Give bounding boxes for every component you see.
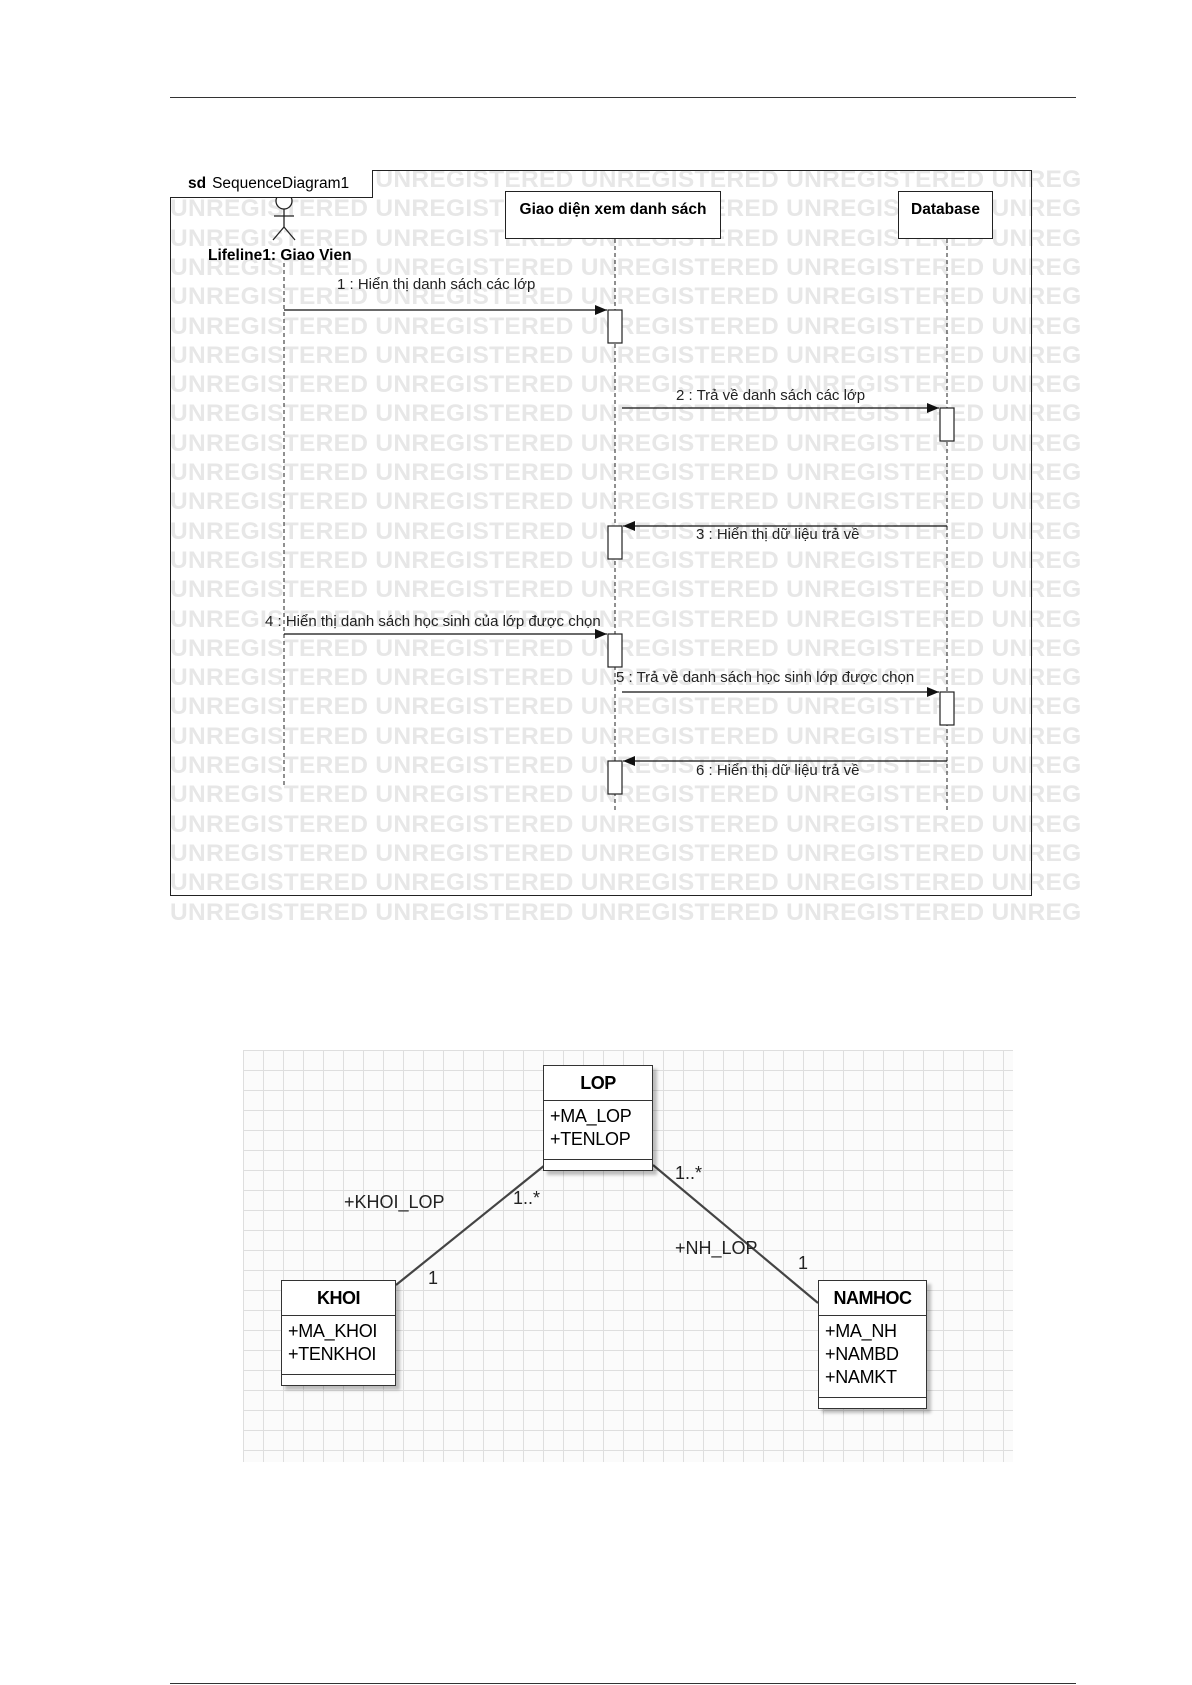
association-role-nh-lop: +NH_LOP [675,1238,758,1258]
class-attribute: +MA_NH [825,1321,897,1341]
class-attribute: +TENLOP [550,1129,631,1149]
class-attribute: +MA_KHOI [288,1321,378,1341]
class-name: NAMHOC [819,1281,926,1316]
class-attributes: +MA_KHOI +TENKHOI [282,1316,395,1375]
activation-bar [607,633,623,668]
class-operations [544,1160,652,1170]
frame-name: SequenceDiagram1 [212,175,350,192]
message-label-5: 5 : Trả về danh sách học sinh lớp được c… [616,669,915,686]
message-label-3: 3 : Hiển thị dữ liệu trả về [696,526,860,543]
message-label-1: 1 : Hiển thị danh sách các lớp [337,276,536,293]
lifeline-actor-label: Lifeline1: Giao Vien [208,247,352,264]
multiplicity-lop-khoi: 1..* [513,1188,541,1208]
activation-bar [607,525,623,560]
class-attribute: +MA_LOP [550,1106,632,1126]
header-rule [170,97,1076,98]
message-label-6: 6 : Hiển thị dữ liệu trả về [696,762,860,779]
message-label-2: 2 : Trả về danh sách các lớp [676,387,866,404]
class-name: LOP [544,1066,652,1101]
multiplicity-lop-namhoc: 1..* [675,1163,703,1183]
sequence-diagram-graphics [272,192,955,810]
class-diagram-associations [395,1164,819,1304]
sequence-diagram-frame [170,170,1032,896]
class-attributes: +MA_LOP +TENLOP [544,1101,652,1160]
class-operations [282,1375,395,1385]
class-attribute: +NAMKT [825,1367,897,1387]
activation-bar [607,309,623,344]
frame-tab [170,170,373,198]
class-attribute: +TENKHOI [288,1344,377,1364]
activation-bar [939,407,955,442]
class-attributes: +MA_NH +NAMBD +NAMKT [819,1316,926,1398]
class-namhoc: NAMHOC +MA_NH +NAMBD +NAMKT [818,1280,927,1409]
class-operations [819,1398,926,1408]
class-attribute: +NAMBD [825,1344,899,1364]
footer-rule [170,1683,1076,1684]
message-label-4: 4 : Hiển thị danh sách học sinh của lớp … [265,613,601,630]
association-namhoc-lop [652,1164,819,1304]
activation-bar [607,760,623,795]
association-role-khoi-lop: +KHOI_LOP [344,1192,445,1212]
activation-bar [939,691,955,726]
frame-title: sd SequenceDiagram1 [188,175,349,193]
multiplicity-namhoc: 1 [798,1253,809,1273]
lifeline-ui: Giao diện xem danh sách [505,191,721,239]
multiplicity-khoi: 1 [428,1268,439,1288]
class-lop: LOP +MA_LOP +TENLOP [543,1065,653,1171]
class-name: KHOI [282,1281,395,1316]
association-khoi-lop [395,1164,546,1286]
class-khoi: KHOI +MA_KHOI +TENKHOI [281,1280,396,1386]
frame-keyword: sd [188,175,207,192]
lifeline-database: Database [898,191,993,239]
